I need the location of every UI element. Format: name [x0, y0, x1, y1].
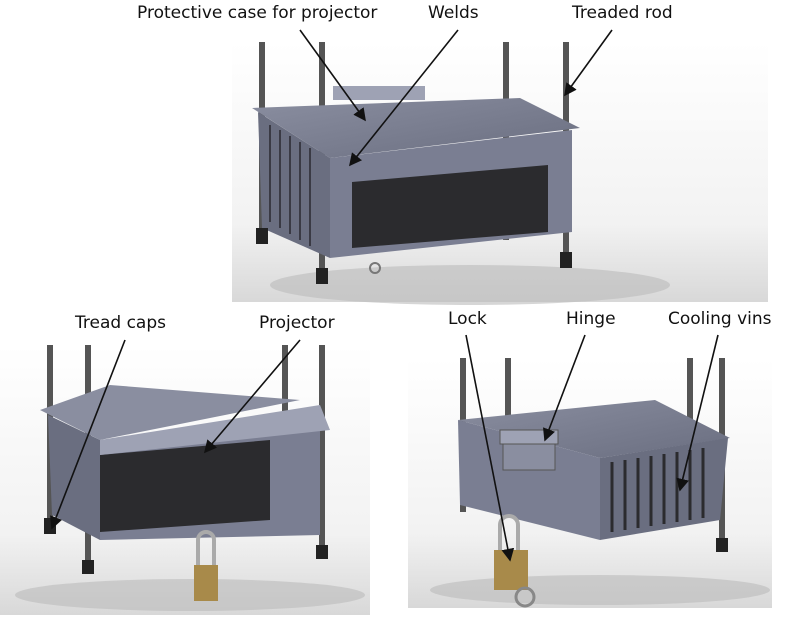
label-projector: Projector	[259, 313, 335, 333]
arrow-welds	[349, 29, 459, 167]
callout-arrows	[50, 29, 719, 562]
label-tread-caps: Tread caps	[75, 313, 166, 333]
label-welds: Welds	[428, 3, 479, 23]
label-protective-case: Protective case for projector	[137, 3, 378, 23]
render-top	[232, 42, 768, 305]
label-treaded-rod: Treaded rod	[572, 3, 673, 23]
arrow-caps	[50, 339, 126, 530]
render-bottom-left	[0, 345, 370, 615]
arrow-lock	[465, 334, 515, 562]
arrow-projector	[203, 339, 301, 454]
arrow-case	[299, 29, 366, 122]
arrow-rod	[564, 29, 613, 97]
label-cooling-vins: Cooling vins	[668, 309, 772, 329]
render-bottom-right	[408, 358, 772, 608]
label-hinge: Hinge	[566, 309, 616, 329]
label-lock: Lock	[448, 309, 487, 329]
arrow-vins	[676, 334, 719, 492]
arrow-hinge	[543, 334, 586, 442]
